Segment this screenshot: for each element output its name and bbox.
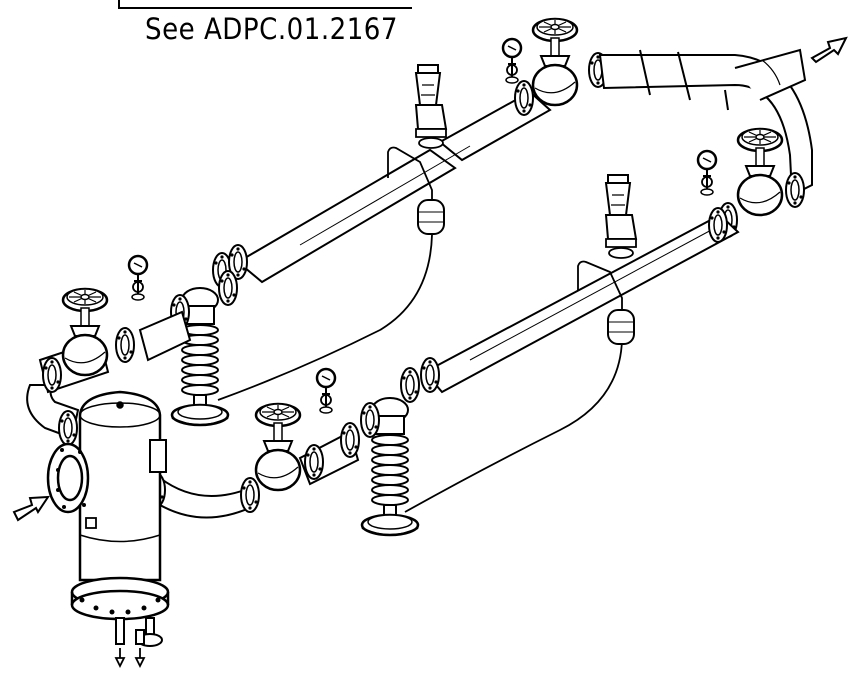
middle-flange-4 [340,422,360,458]
lower-flange-3 [708,207,728,243]
upper-safety-valve [415,64,447,149]
middle-flange-2 [240,477,260,513]
drain-arrow-icon [114,648,146,669]
reference-leader-line [118,0,412,9]
right-globe-valve [738,129,782,215]
left-flange-1 [115,327,135,363]
drain-fittings [115,617,163,647]
vessel-inlet-nozzle [46,442,90,514]
upper-condensate-pot [417,199,445,235]
lower-condensate-pot [607,309,635,345]
outlet-pipe-loop [598,48,813,197]
separator-vessel [78,390,167,582]
upper-globe-valve [533,19,577,105]
lower-impulse-line [404,260,623,513]
lower-flange-1 [400,367,420,403]
lower-safety-valve [605,174,637,259]
lower-main-pipe [423,213,740,394]
upper-flange-3 [514,80,534,116]
outlet-arrow-icon [810,36,848,64]
upper-main-pipe [236,90,552,284]
middle-globe-valve [256,404,300,490]
inlet-arrow-icon [12,495,50,522]
left-flange-3 [58,410,78,446]
upper-impulse-line [217,146,433,401]
right-pressure-gauge [696,149,718,197]
reference-note: See ADPC.01.2167 [145,12,398,46]
vessel-bottom-flange [70,576,170,621]
right-flange-2 [785,172,805,208]
lower-flange-2 [420,357,440,393]
left-globe-valve [63,289,107,375]
lower-prv-flange-1 [360,402,380,438]
upper-prv-flange-2 [218,270,238,306]
left-pressure-gauge [127,254,149,302]
left-flange-2 [42,357,62,393]
upper-pressure-gauge [501,37,523,85]
middle-pressure-gauge [315,367,337,415]
middle-flange-3 [304,444,324,480]
